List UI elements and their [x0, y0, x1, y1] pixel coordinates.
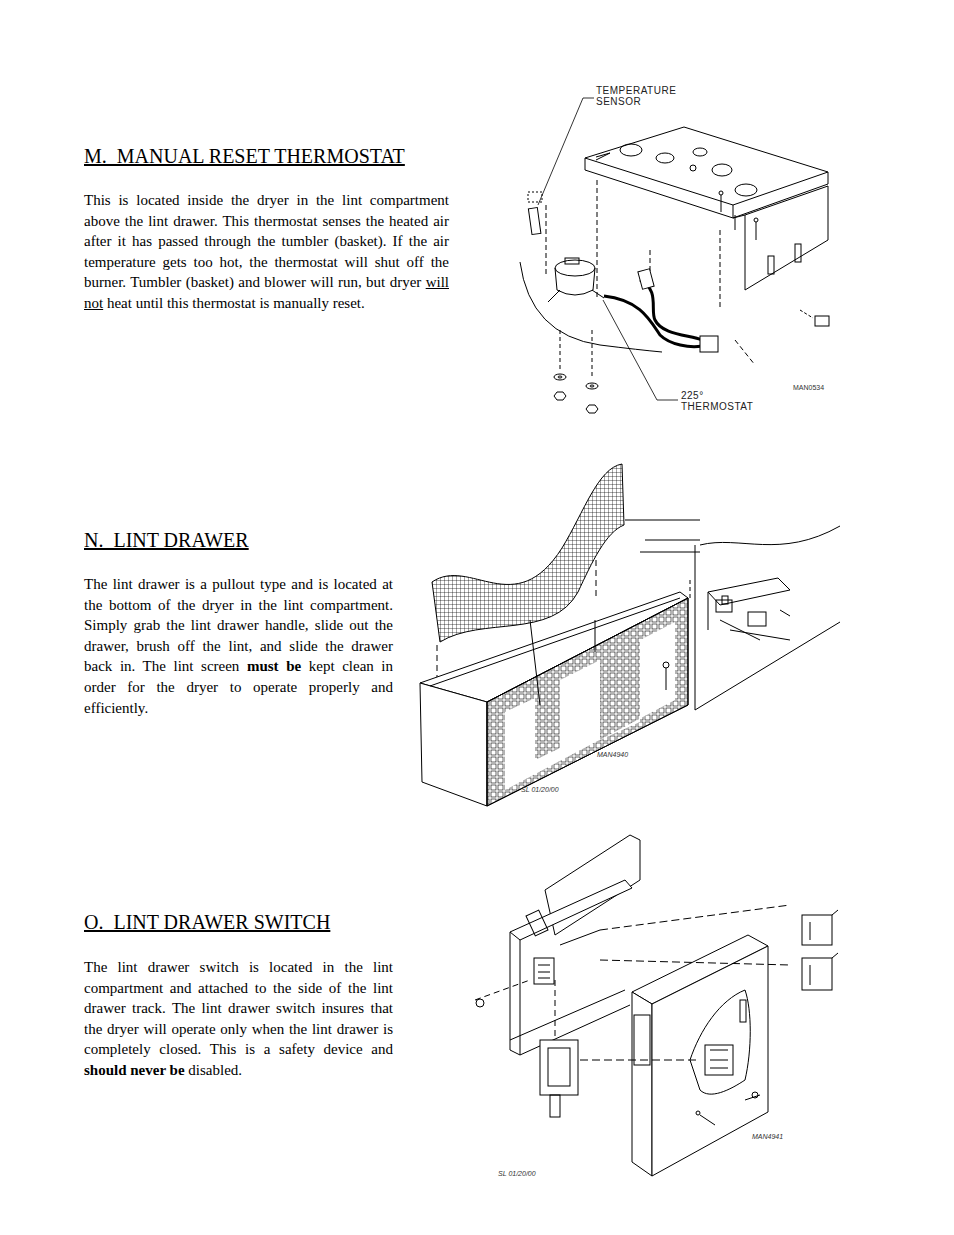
- drawing-date-block: SL 01/20/00: [521, 786, 559, 794]
- body-text: disabled.: [188, 1062, 242, 1078]
- section-heading: O. LINT DRAWER SWITCH: [84, 911, 330, 933]
- body-text: will: [426, 274, 449, 290]
- section-heading: N. LINT DRAWER: [84, 529, 249, 551]
- body-text: The lint drawer switch is located in the…: [84, 959, 393, 1057]
- body-text: should never be: [84, 1062, 185, 1078]
- body-text-block: This is located inside the dryer in the …: [84, 190, 449, 314]
- body-text: not: [84, 295, 103, 311]
- section-heading-block: O. LINT DRAWER SWITCH: [84, 910, 330, 934]
- drawing-number-block: MAN4941: [752, 1133, 783, 1141]
- body-text-block: The lint drawer is a pullout type and is…: [84, 574, 393, 718]
- body-text: heat until this thermostat is manually r…: [107, 295, 365, 311]
- section-heading-block: N. LINT DRAWER: [84, 528, 249, 552]
- body-text: This is located inside the dryer in the …: [84, 192, 449, 290]
- section-heading: M. MANUAL RESET THERMOSTAT: [84, 145, 405, 167]
- switch-figure: [475, 835, 838, 1176]
- callout-label: TEMPERATURE SENSOR: [596, 85, 676, 107]
- callout-label-block: 225° THERMOSTAT: [681, 390, 759, 412]
- drawing-number: MAN4940: [597, 751, 628, 758]
- body-text: must be: [247, 658, 301, 674]
- drawing-number: MAN4941: [752, 1133, 783, 1140]
- drawing-number-block: MAN4940: [597, 751, 628, 759]
- drawing-date: SL 01/20/00: [521, 786, 559, 793]
- drawing-date-block: SL 01/20/00: [498, 1170, 536, 1178]
- body-text-block: The lint drawer switch is located in the…: [84, 957, 393, 1081]
- drawing-number-block: MAN0534: [793, 384, 824, 392]
- drawing-number: MAN0534: [793, 384, 824, 391]
- lint-drawer-figure: [420, 464, 840, 806]
- drawing-date: SL 01/20/00: [498, 1170, 536, 1177]
- callout-label: 225° THERMOSTAT: [681, 390, 753, 412]
- section-heading-block: M. MANUAL RESET THERMOSTAT: [84, 144, 405, 168]
- callout-label-block: TEMPERATURE SENSOR: [596, 85, 680, 107]
- thermostat-figure: [520, 98, 829, 413]
